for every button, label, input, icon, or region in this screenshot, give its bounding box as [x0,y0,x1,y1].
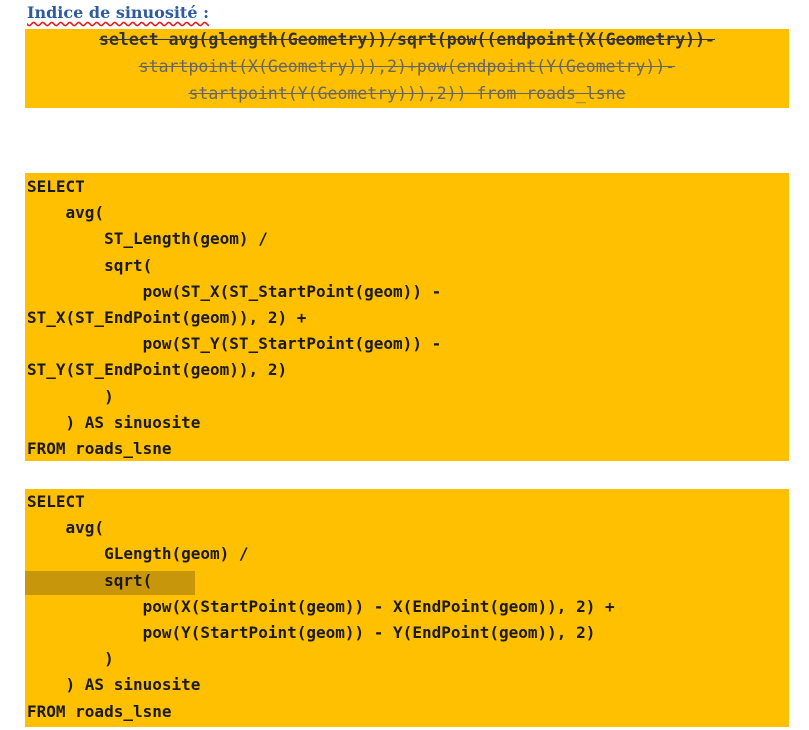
code-line: pow(ST_X(ST_StartPoint(geom)) - [27,281,442,301]
page-title: Indice de sinuosité : [27,3,209,22]
spatialite-query-block[interactable]: SELECT avg( GLength(geom) / sqrt( pow(X(… [25,489,789,727]
code-line: pow(X(StartPoint(geom)) - X(EndPoint(geo… [27,596,615,616]
code-line: pow(ST_Y(ST_StartPoint(geom)) - [27,334,442,354]
code-line: ST_Y(ST_EndPoint(geom)), 2) [27,360,288,380]
text-selection-highlight [25,571,195,595]
old-query-line: startpoint(Y(Geometry))),2)) from roads_… [188,84,626,103]
code-line: FROM roads_lsne [27,438,172,458]
code-line: ) AS sinuosite [27,412,201,432]
code-line: SELECT [27,492,85,511]
code-line: sqrt( [27,255,153,275]
old-query-line: startpoint(X(Geometry))),2)+pow(endpoint… [138,57,676,76]
code-line: ) AS sinuosite [27,675,201,695]
postgis-query-code[interactable]: SELECT avg( ST_Length(geom) / sqrt( pow(… [27,174,789,462]
code-line: ST_Length(geom) / [27,229,268,249]
code-line: FROM roads_lsne [27,701,172,721]
postgis-query-block[interactable]: SELECT avg( ST_Length(geom) / sqrt( pow(… [25,173,789,461]
code-line: ) [27,386,114,406]
code-line: avg( [27,203,105,223]
code-line: avg( [27,518,105,538]
code-line: ST_X(ST_EndPoint(geom)), 2) + [27,307,307,327]
code-line: pow(Y(StartPoint(geom)) - Y(EndPoint(geo… [27,622,596,642]
old-query-line: select avg(glength(Geometry))/sqrt(pow((… [99,30,715,49]
old-query-block: select avg(glength(Geometry))/sqrt(pow((… [25,29,789,108]
code-line: GLength(geom) / [27,544,249,564]
code-line: sqrt( [27,570,153,590]
code-line: ) [27,649,114,669]
spatialite-query-code[interactable]: SELECT avg( GLength(geom) / sqrt( pow(X(… [27,489,789,725]
code-line: SELECT [27,177,85,196]
